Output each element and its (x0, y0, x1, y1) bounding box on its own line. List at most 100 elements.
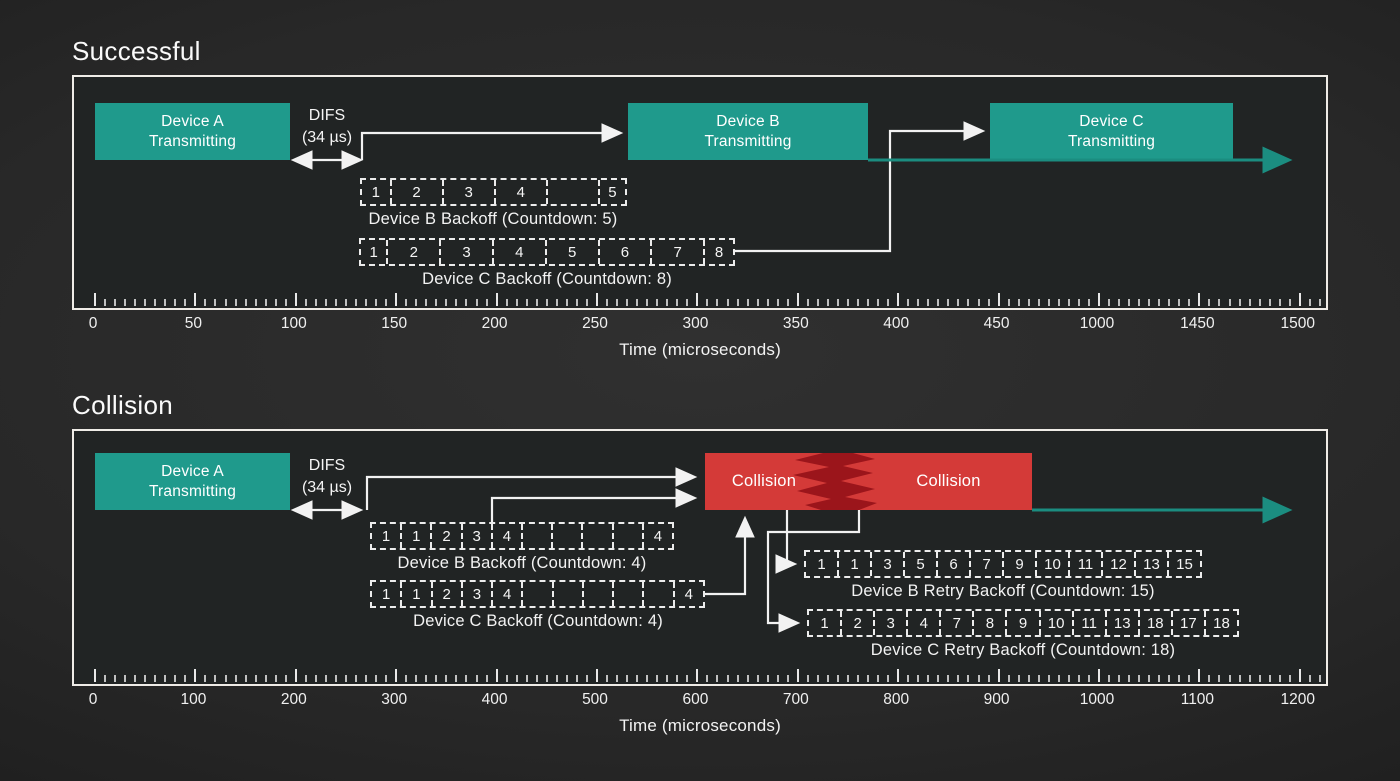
axis-minor-tick (1188, 299, 1191, 306)
axis-minor-tick (1108, 675, 1111, 682)
axis-tick-label: 400 (883, 315, 910, 332)
axis-minor-tick (776, 675, 779, 682)
axis-minor-tick (334, 675, 337, 682)
axis-minor-tick (545, 675, 548, 682)
backoff-slot-cell: 18 (1137, 611, 1171, 635)
axis-minor-tick (887, 675, 890, 682)
device-a-label-line2: Transmitting (148, 132, 237, 150)
axis-minor-tick (1007, 299, 1010, 306)
axis-tick-label: 900 (983, 691, 1010, 708)
axis-major-tick (997, 293, 1000, 306)
axis-major-tick (1198, 669, 1201, 682)
axis-major-tick (1298, 669, 1301, 682)
axis-tick-label: 350 (782, 315, 809, 332)
backoff-slot-cell: 3 (439, 240, 492, 264)
axis-minor-tick (465, 299, 468, 306)
axis-minor-tick (1037, 299, 1040, 306)
axis-minor-tick (1308, 675, 1311, 682)
difs-label: DIFS (34 µs) (272, 455, 382, 499)
axis-minor-tick (756, 675, 759, 682)
axis-minor-tick (274, 299, 277, 306)
axis-minor-tick (1258, 675, 1261, 682)
axis-tick-label: 1450 (1180, 315, 1215, 332)
backoff-slot-cell: 3 (460, 524, 491, 548)
backoff-slot-cell: 11 (1068, 552, 1101, 576)
axis-minor-tick (154, 299, 157, 306)
axis-minor-tick (355, 675, 358, 682)
axis-tick-label: 300 (682, 315, 709, 332)
axis-minor-tick (877, 299, 880, 306)
axis-minor-tick (726, 299, 729, 306)
axis-minor-tick (816, 299, 819, 306)
axis-major-tick (294, 669, 297, 682)
backoff-slot-cell: 1 (381, 585, 391, 603)
axis-minor-tick (204, 299, 207, 306)
backoff-slot-cell: 6 (597, 240, 651, 264)
axis-tick-label: 1200 (1280, 691, 1316, 708)
arrow-difs-to-collision (365, 467, 698, 510)
device-a-label-line1: Device A (161, 112, 224, 130)
axis-title-successful: Time (microseconds) (619, 340, 781, 359)
axis-minor-tick (1138, 299, 1141, 306)
axis-minor-tick (847, 299, 849, 306)
axis-tick-label: 450 (983, 315, 1010, 332)
axis-minor-tick (786, 299, 789, 306)
backoff-slot-cell: 4 (906, 611, 939, 635)
backoff-slot-cell: 10 (1035, 552, 1068, 576)
axis-minor-tick (304, 675, 307, 682)
axis-minor-tick (515, 675, 518, 682)
backoff-slot-cell: 5 (597, 180, 625, 204)
axis-ticks-successful (74, 291, 1326, 306)
axis-tick-label: 1000 (1079, 691, 1115, 708)
axis-minor-tick (706, 299, 709, 306)
backoff-slot-cell: 2 (430, 524, 460, 548)
axis-minor-tick (314, 675, 317, 682)
collision-tear-zigzag (793, 453, 877, 510)
backoff-slot-cell: 3 (873, 611, 906, 635)
axis-minor-tick (405, 299, 408, 306)
axis-minor-tick (505, 675, 508, 682)
device-c-label-line2: Transmitting (1067, 132, 1156, 150)
axis-minor-tick (977, 299, 980, 306)
axis-minor-tick (636, 675, 639, 682)
backoff-slot-cell: 8 (703, 240, 733, 264)
axis-tick-label: 0 (88, 691, 98, 708)
backoff-slot-cell (611, 524, 642, 548)
axis-minor-tick (646, 675, 649, 682)
backoff-slot-cell: 13 (1104, 611, 1138, 635)
axis-minor-tick (204, 675, 207, 682)
backoff-slot-cell: 1 (400, 582, 430, 606)
backoff-slot-cell: 2 (840, 611, 873, 635)
axis-major-tick (897, 293, 900, 306)
backoff-slot-cell: 10 (1038, 611, 1072, 635)
axis-minor-tick (836, 675, 839, 682)
axis-major-tick (94, 293, 96, 306)
axis-minor-tick (224, 675, 227, 682)
axis-minor-tick (766, 299, 769, 306)
axis-minor-tick (184, 675, 187, 682)
axis-major-tick (1098, 669, 1100, 682)
axis-major-tick (395, 293, 398, 306)
difs-label-line2: (34 µs) (301, 479, 353, 496)
axis-minor-tick (1258, 299, 1261, 306)
backoff-slot-cell: 1 (400, 524, 430, 548)
axis-minor-tick (676, 675, 679, 682)
axis-minor-tick (254, 299, 257, 306)
axis-minor-tick (485, 299, 488, 306)
axis-minor-tick (957, 299, 960, 306)
axis-minor-tick (385, 675, 388, 682)
axis-minor-tick (766, 675, 769, 682)
axis-tick-label: 250 (582, 315, 608, 332)
backoff-slot-cell: 1 (817, 555, 826, 573)
axis-minor-tick (304, 299, 307, 306)
axis-minor-tick (1057, 675, 1060, 682)
axis-minor-tick (164, 675, 167, 682)
arrow-difs-to-device-b (360, 123, 624, 160)
axis-minor-tick (726, 675, 729, 682)
backoff-slot-cell: 8 (972, 611, 1005, 635)
axis-minor-tick (1308, 299, 1311, 306)
axis-major-tick (596, 293, 598, 306)
backoff-slot-cell (521, 524, 551, 548)
